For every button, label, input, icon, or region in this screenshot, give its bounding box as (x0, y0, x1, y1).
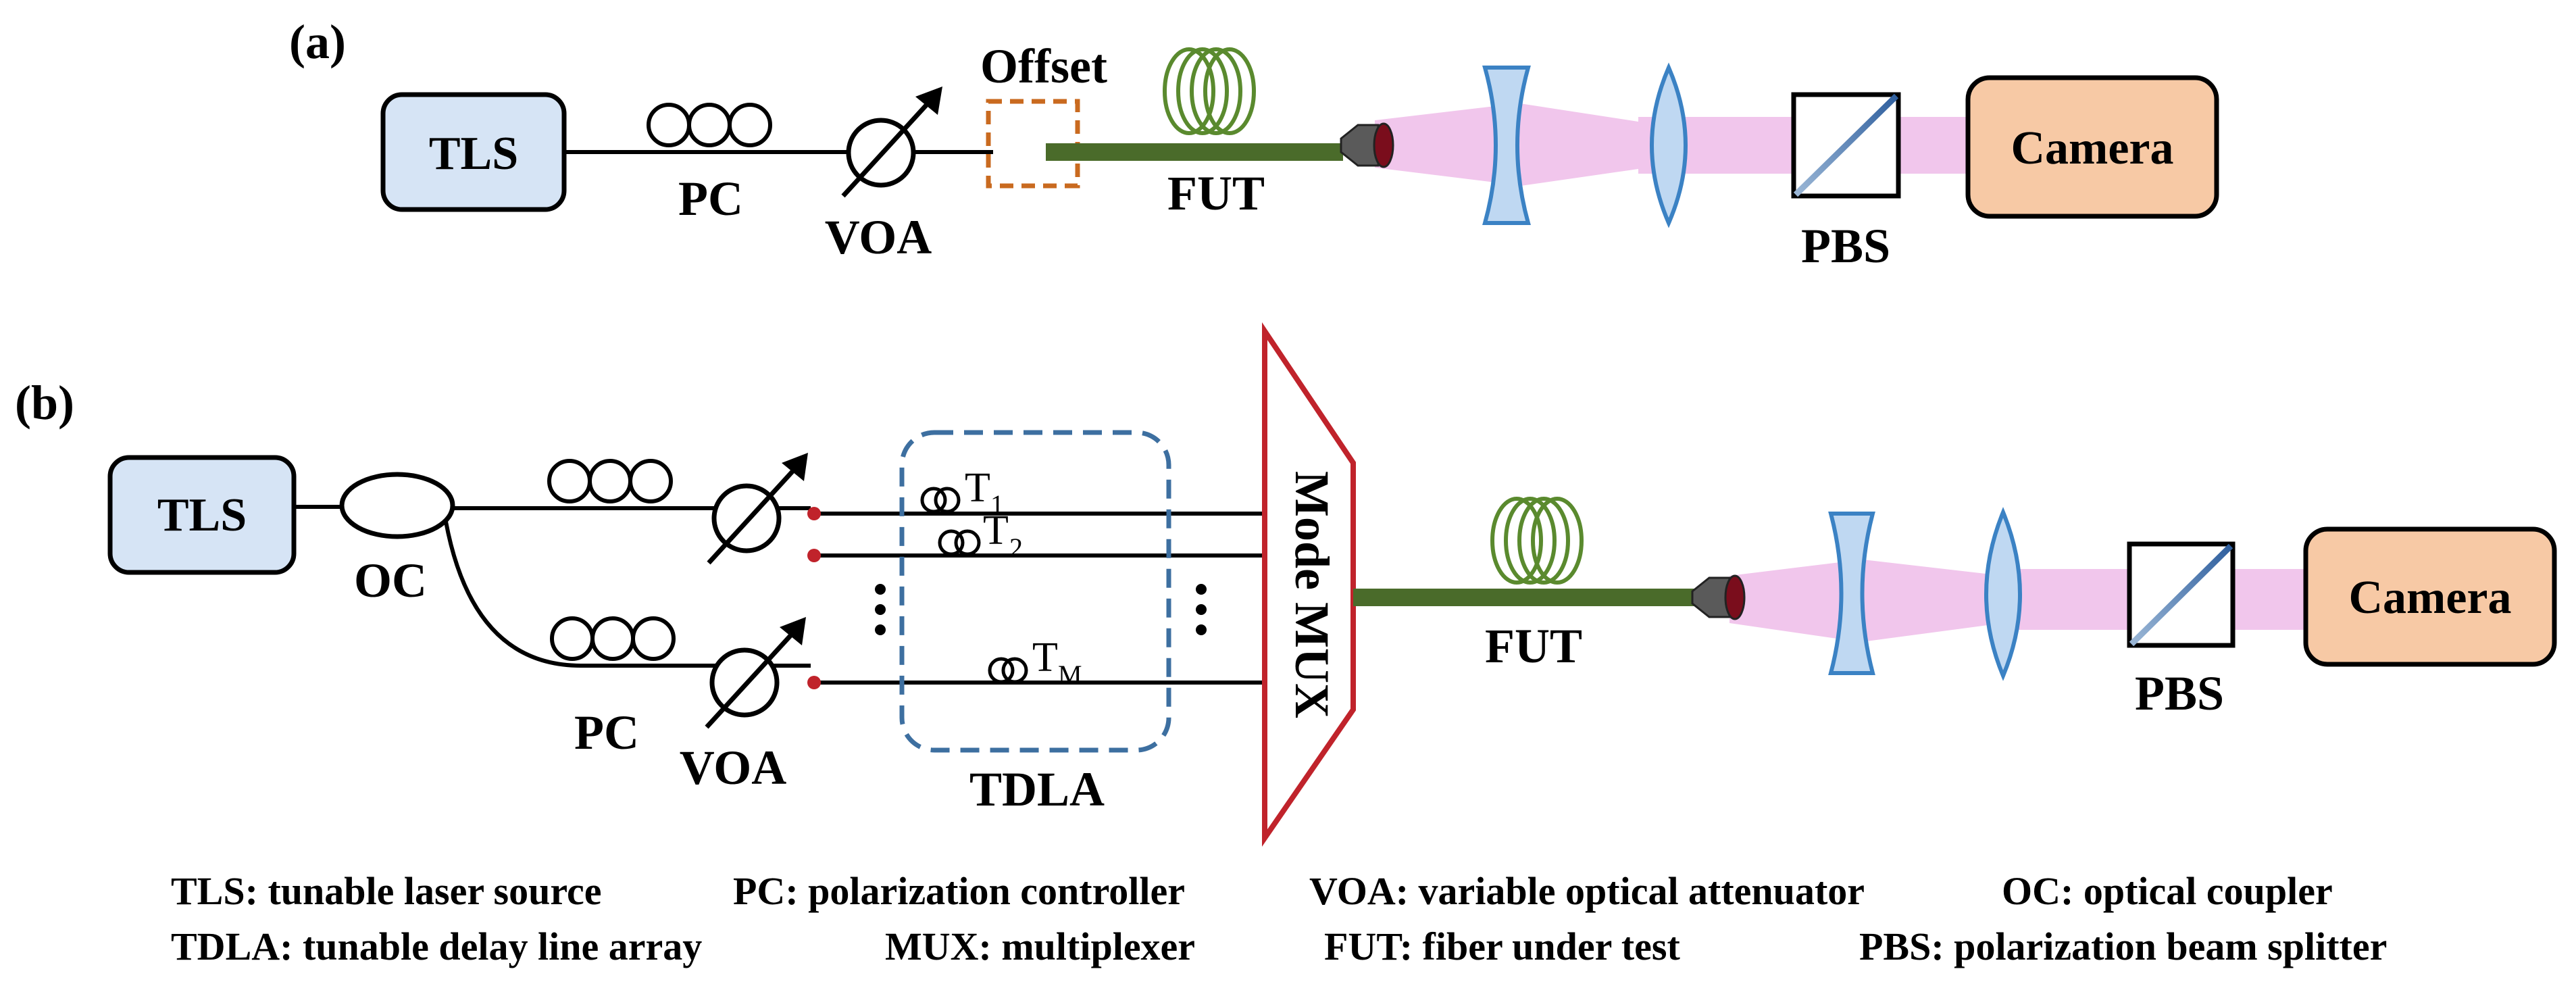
panel-a: (a) TLS PC VOA Offset (289, 15, 2219, 273)
legend-pc: PC: polarization controller (733, 869, 1185, 913)
ellipsis-dots-right (1196, 584, 1207, 635)
lower-branch-fiber (444, 521, 811, 668)
t1-label: T (965, 465, 990, 511)
voa-icon-a (841, 87, 942, 198)
camera-label-b: Camera (2348, 572, 2511, 624)
legend-fut: FUT: fiber under test (1324, 924, 1680, 968)
voa-label-a: VOA (825, 210, 932, 264)
panel-b-tag: (b) (15, 376, 74, 430)
pc-loops-a (647, 103, 772, 147)
tls-label: TLS (429, 128, 518, 180)
fiber-connector-b (1691, 574, 1746, 620)
t2-subscript: 2 (1009, 533, 1023, 563)
tm-subscript: M (1058, 660, 1082, 690)
pc-loops-b-upper (547, 459, 673, 503)
legend-tdla: TDLA: tunable delay line array (171, 924, 702, 968)
pc-label-b: PC (574, 706, 639, 760)
beam-converging-a (1507, 101, 1638, 188)
delay-loop-2 (938, 529, 981, 556)
camera-box-b (2303, 526, 2557, 667)
camera-box-a (1965, 75, 2219, 219)
convex-lens-b (1984, 507, 2022, 681)
legend-oc: OC: optical coupler (2002, 869, 2333, 913)
fut-label-b: FUT (1485, 619, 1582, 673)
fut-coil-b (1490, 497, 1584, 585)
channel-dots (807, 507, 821, 689)
tm-label: T (1032, 635, 1058, 681)
legend-voa: VOA: variable optical attenuator (1309, 869, 1865, 913)
legend-tls: TLS: tunable laser source (171, 869, 602, 913)
delay-loop-m (988, 657, 1028, 684)
beam-converging-b (1851, 558, 2003, 643)
oc-label: OC (354, 553, 427, 608)
legend: TLS: tunable laser source PC: polarizati… (171, 869, 2387, 968)
pbs-diagonal-b (2129, 543, 2233, 647)
tls-label-b: TLS (157, 489, 247, 541)
convex-lens-a (1650, 62, 1688, 228)
ellipsis-dots-left (875, 584, 886, 635)
pbs-label-a: PBS (1801, 219, 1890, 273)
t2-label: T (983, 508, 1009, 553)
fut-fiber-b (1353, 589, 1711, 606)
voa-icon-b-upper (707, 453, 808, 565)
tls-box-b (107, 455, 297, 575)
oc-coupler (339, 472, 455, 539)
legend-pbs: PBS: polarization beam splitter (1859, 924, 2387, 968)
voa-label-b: VOA (680, 741, 787, 795)
pbs-label-b: PBS (2135, 666, 2224, 720)
fut-fiber-a (1046, 143, 1343, 161)
fut-coil-a (1163, 47, 1256, 135)
voa-icon-b-lower (705, 617, 806, 729)
t1-subscript: 1 (990, 489, 1004, 520)
concave-lens-a (1482, 66, 1531, 225)
offset-label: Offset (980, 39, 1107, 93)
mode-mux (1262, 322, 1356, 847)
panel-a-tag: (a) (289, 15, 346, 69)
tdla-label: TDLA (969, 762, 1105, 816)
pbs-diagonal-a (1793, 93, 1899, 197)
panel-b: (b) TLS OC PC (15, 322, 2557, 847)
camera-label-a: Camera (2011, 122, 2173, 174)
beam-diverging-a (1375, 105, 1507, 184)
delay-loop-1 (920, 487, 961, 514)
fiber-connector-a (1340, 122, 1394, 168)
fut-label-a: FUT (1167, 166, 1265, 220)
legend-mux: MUX: multiplexer (885, 924, 1195, 968)
beam-diverging-b (1729, 561, 1851, 641)
mode-mux-label: Mode MUX (1285, 471, 1339, 718)
pc-label-a: PC (678, 172, 743, 226)
tdla-box (899, 430, 1171, 753)
pc-loops-b-lower (550, 616, 676, 661)
concave-lens-b (1828, 512, 1875, 675)
